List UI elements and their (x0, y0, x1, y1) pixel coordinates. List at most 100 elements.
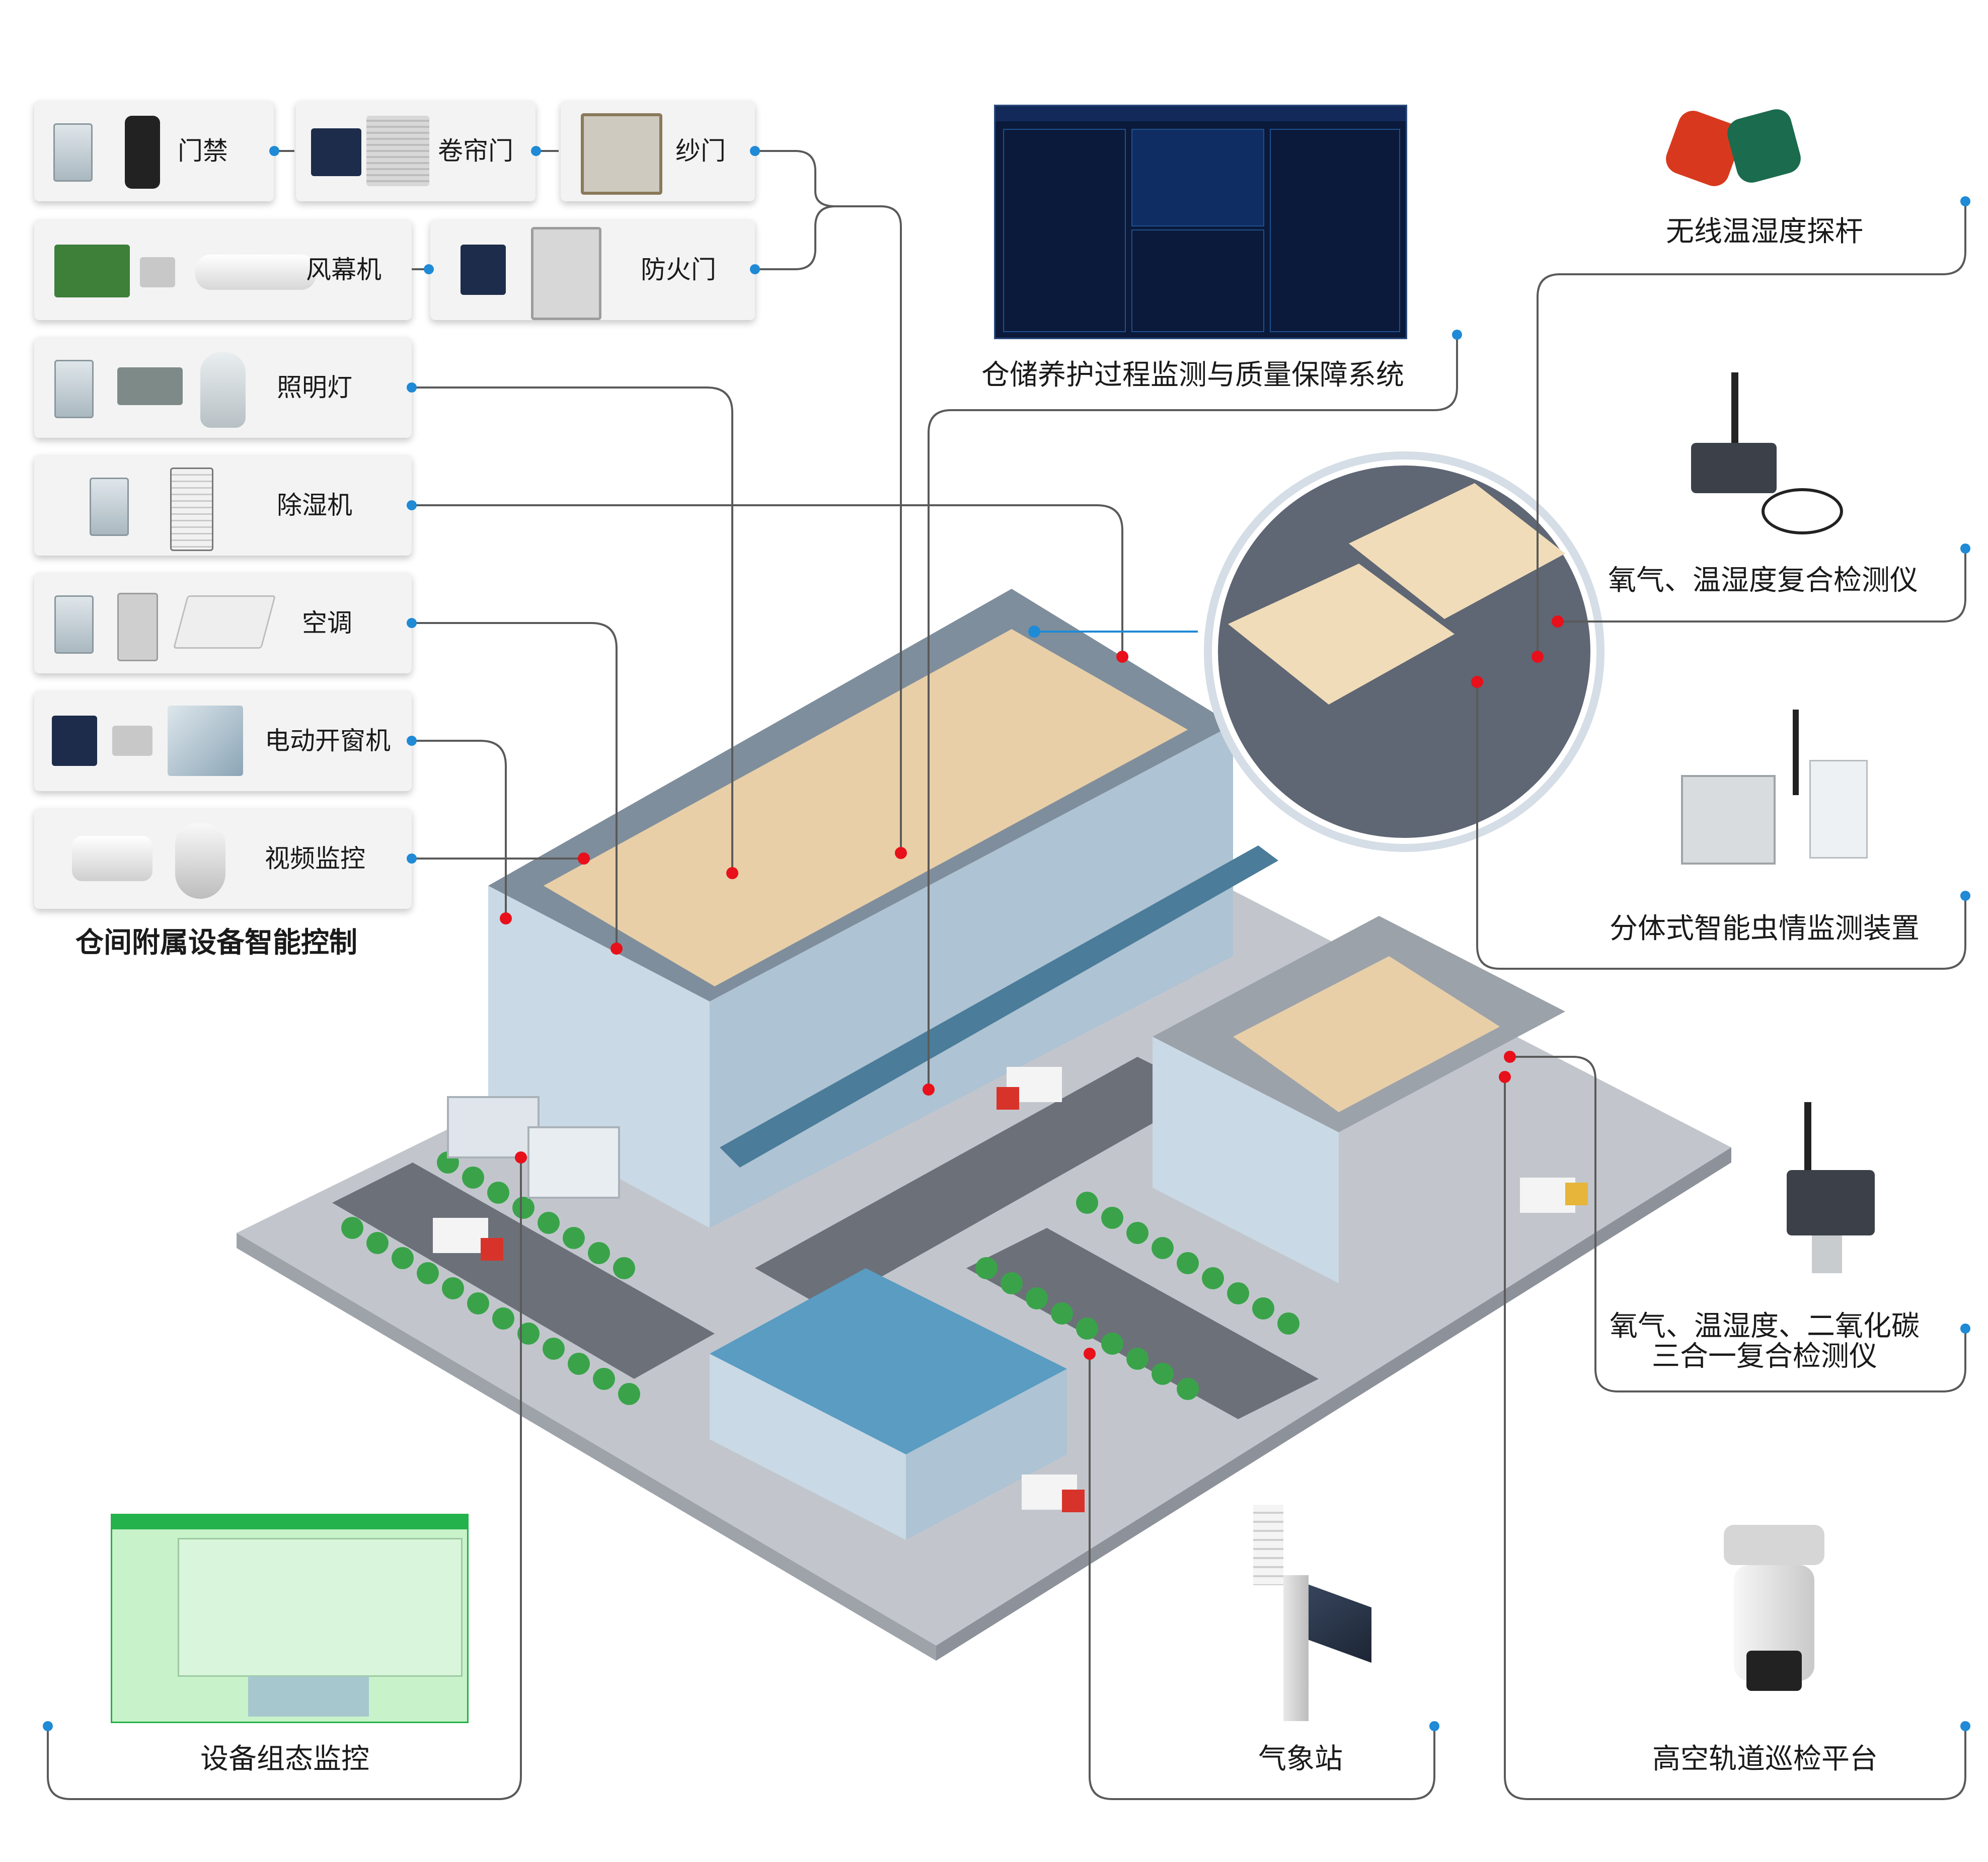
caption-wireless-probe: 无线温湿度探杆 (1666, 215, 1863, 248)
connector-kong-tiao (412, 622, 618, 946)
device-label-dian-dong-kai-chuang-ji: 电动开窗机 (265, 726, 391, 755)
marker-blue (407, 736, 417, 746)
patrol-robot-camera-icon (1746, 1651, 1802, 1691)
bullet-camera-icon (72, 836, 152, 881)
marker-blue (407, 382, 417, 393)
probe-cable-icon (1762, 488, 1843, 534)
marker-blue (1429, 1721, 1439, 1731)
connector-fang-huo-men (755, 205, 836, 270)
road-left (332, 1162, 715, 1379)
device-card-chu-shi-ji: 除湿机 (34, 455, 412, 556)
connector-insect-monitor (1476, 682, 1966, 970)
sensor-tube-icon (1812, 1235, 1842, 1273)
dashboard-map-panel (1131, 129, 1264, 226)
controller-module-icon (54, 595, 94, 654)
marker-blue (1960, 1721, 1970, 1731)
scada-pipeline-area (178, 1538, 463, 1677)
insect-monitor-image (1676, 710, 1868, 881)
junction-box-icon (1681, 775, 1776, 865)
connector-chu-shi-ji (412, 504, 1123, 654)
track-patrol-image (1716, 1525, 1832, 1726)
dashboard-panel-right (1270, 129, 1400, 332)
antenna-icon (1731, 372, 1738, 448)
access-keypad-icon (125, 116, 160, 189)
connector-track-patrol (1504, 1077, 1966, 1800)
circuit-board-icon (54, 245, 130, 297)
dashboard-header-bar (996, 106, 1406, 121)
marker-red (578, 852, 590, 865)
marker-red (1504, 1051, 1516, 1063)
marker-red (1471, 676, 1483, 688)
marker-blue (1028, 626, 1040, 638)
rolling-door-icon (366, 116, 429, 186)
marker-blue (750, 264, 760, 274)
connector-config-monitor (47, 1157, 522, 1800)
side-warehouse-racks (1233, 956, 1500, 1112)
main-warehouse-canopy (720, 845, 1278, 1168)
caption-ancillary-control: 仓间附属设备智能控制 (75, 926, 357, 959)
marker-blue (1960, 544, 1970, 554)
controller-module-icon (54, 360, 94, 418)
connector-dian-dong-kai-chuang-ji (412, 740, 507, 917)
road-lower (966, 1228, 1319, 1419)
device-card-zhao-ming-deng: 照明灯 (34, 337, 412, 438)
scada-screenshot (111, 1514, 469, 1723)
caption-config-monitor: 设备组态监控 (200, 1743, 369, 1775)
device-card-juan-lian-men: 卷帘门 (296, 101, 536, 201)
insect-trap-unit-icon (1809, 760, 1868, 859)
rack-detail-magnifier (1204, 451, 1604, 852)
rack-detail-stack-right (1349, 483, 1565, 619)
connector-oxygen-temp (1558, 549, 1966, 623)
magnetic-sensor-icon (112, 726, 152, 756)
device-card-feng-mu-ji: 风幕机 (34, 219, 412, 320)
dashboard-panel-left (1003, 129, 1126, 332)
fire-door-icon (531, 227, 601, 320)
marker-blue (269, 146, 279, 156)
connector-wireless-probe (1537, 201, 1966, 654)
marker-red (895, 847, 907, 859)
side-warehouse-left-wall (1153, 1037, 1339, 1283)
caption-three-in-one-line1: 氧气、温湿度、二氧化碳 (1610, 1310, 1920, 1343)
device-card-dian-dong-kai-chuang-ji: 电动开窗机 (34, 690, 412, 791)
magnetic-sensor-icon (140, 257, 175, 287)
main-warehouse (488, 589, 1278, 1228)
marker-red (1499, 1071, 1511, 1083)
connector-lines (47, 150, 1966, 1800)
connector-weather-station (1089, 1354, 1435, 1800)
ground-plate-edge (237, 1233, 936, 1661)
device-label-zhao-ming-deng: 照明灯 (277, 373, 352, 402)
caption-track-patrol: 高空轨道巡检平台 (1652, 1743, 1878, 1775)
patrol-robot-top-icon (1724, 1525, 1824, 1565)
device-label-chu-shi-ji: 除湿机 (277, 491, 352, 520)
controller-module-icon (90, 478, 129, 536)
connector-zhao-ming-deng (412, 386, 733, 873)
marker-blue (407, 500, 417, 510)
caption-oxygen-temp-detector: 氧气、温湿度复合检测仪 (1608, 564, 1918, 597)
marker-blue (1452, 330, 1462, 340)
marker-red (923, 1083, 935, 1096)
detector-box-icon (1691, 443, 1777, 493)
screen-door-icon (581, 113, 662, 195)
caption-three-in-one-line2: 三合一复合检测仪 (1652, 1340, 1877, 1373)
scada-warehouse-view (248, 1676, 369, 1717)
device-card-shi-pin-jian-kong: 视频监控 (34, 808, 412, 909)
marker-red (500, 912, 512, 924)
tree-row (341, 1151, 1299, 1405)
small-warehouse-left-wall (710, 1354, 906, 1540)
device-label-men-jin: 门禁 (178, 136, 228, 166)
connector-monitoring-system (928, 335, 1458, 1087)
marker-red (1116, 651, 1128, 663)
device-card-kong-tiao: 空调 (34, 573, 412, 673)
ground-plate-edge-right (936, 1147, 1731, 1661)
caption-insect-monitor: 分体式智能虫情监测装置 (1610, 912, 1920, 945)
device-label-shi-pin-jian-kong: 视频监控 (265, 844, 365, 873)
scada-header-bar (112, 1515, 467, 1529)
truck (433, 1067, 1588, 1512)
main-warehouse-left-wall (488, 886, 710, 1228)
marker-red (1552, 615, 1564, 628)
caption-monitoring-system: 仓储养护过程监测与质量保障系统 (981, 359, 1404, 392)
marker-blue (750, 146, 760, 156)
marker-red (515, 1151, 527, 1163)
device-card-men-jin: 门禁 (34, 101, 274, 201)
